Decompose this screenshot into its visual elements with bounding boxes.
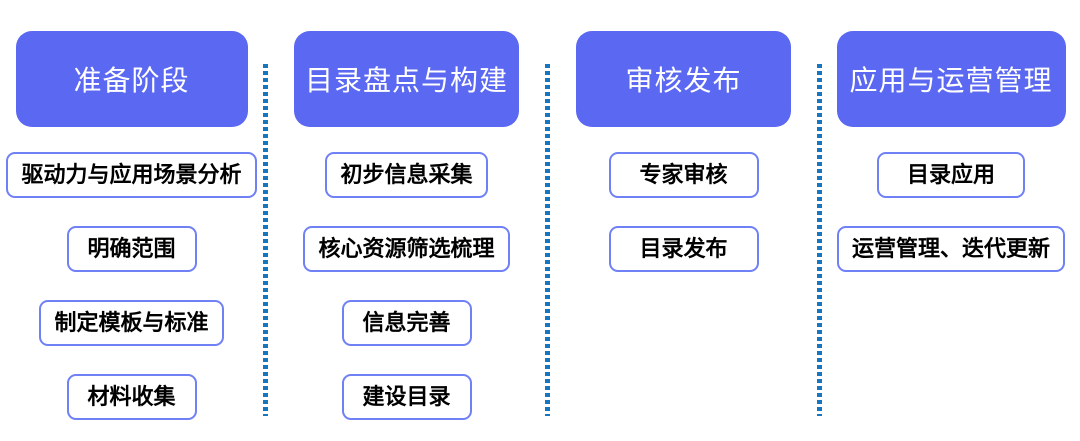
dotted-divider — [817, 64, 822, 416]
phase-header: 目录盘点与构建 — [294, 31, 519, 127]
phase-column-inventory: 目录盘点与构建 初步信息采集 核心资源筛选梳理 信息完善 建设目录 — [268, 0, 545, 441]
step-box: 材料收集 — [66, 374, 197, 420]
dotted-divider — [545, 64, 550, 416]
step-box: 驱动力与应用场景分析 — [6, 152, 257, 198]
dotted-divider — [263, 64, 268, 416]
phase-header: 审核发布 — [576, 31, 791, 127]
phase-header: 应用与运营管理 — [836, 31, 1066, 127]
step-box: 建设目录 — [341, 374, 472, 420]
phase-column-review: 审核发布 专家审核 目录发布 — [550, 0, 817, 441]
step-box: 目录应用 — [877, 152, 1025, 198]
phase-column-operation: 应用与运营管理 目录应用 运营管理、迭代更新 — [822, 0, 1080, 441]
phase-column-preparation: 准备阶段 驱动力与应用场景分析 明确范围 制定模板与标准 材料收集 — [0, 0, 263, 441]
step-box: 目录发布 — [608, 226, 759, 272]
step-box: 制定模板与标准 — [39, 300, 224, 346]
step-box: 信息完善 — [341, 300, 472, 346]
phase-header: 准备阶段 — [15, 31, 248, 127]
step-box: 核心资源筛选梳理 — [303, 226, 510, 272]
step-box: 专家审核 — [608, 152, 759, 198]
step-box: 明确范围 — [66, 226, 197, 272]
step-box: 初步信息采集 — [325, 152, 488, 198]
step-box: 运营管理、迭代更新 — [836, 226, 1065, 272]
